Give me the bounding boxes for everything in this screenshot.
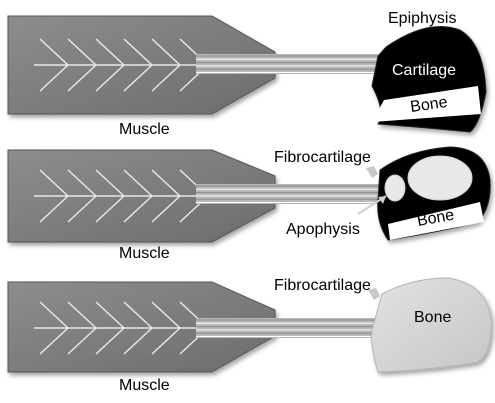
panel-2: Muscle Fibrocartilage Apophysis Bone — [8, 147, 490, 262]
fibrocartilage-pointer — [366, 166, 378, 178]
fibrocartilage-label: Fibrocartilage — [274, 277, 371, 294]
tendon-body — [196, 318, 382, 338]
tendon — [196, 184, 380, 204]
apophysis-label: Apophysis — [286, 221, 360, 238]
muscle-label: Muscle — [119, 377, 170, 394]
panel-3: Muscle Fibrocartilage Bone — [8, 277, 491, 394]
muscle-label: Muscle — [119, 245, 170, 262]
tendon-body — [196, 184, 380, 204]
epiphysis-label: Epiphysis — [388, 10, 456, 27]
bone-label: Bone — [414, 309, 451, 326]
tendon — [196, 54, 378, 74]
secondary-ossification-center — [408, 156, 472, 200]
panel-1: Muscle Epiphysis Cartilage Bone — [8, 10, 486, 138]
fibrocartilage-label: Fibrocartilage — [274, 149, 371, 166]
cartilage-label: Cartilage — [392, 62, 456, 79]
tendon — [196, 318, 382, 338]
tendon-body — [196, 54, 378, 74]
muscle-label: Muscle — [119, 121, 170, 138]
apophysis-cartilage-nodule — [385, 175, 405, 201]
